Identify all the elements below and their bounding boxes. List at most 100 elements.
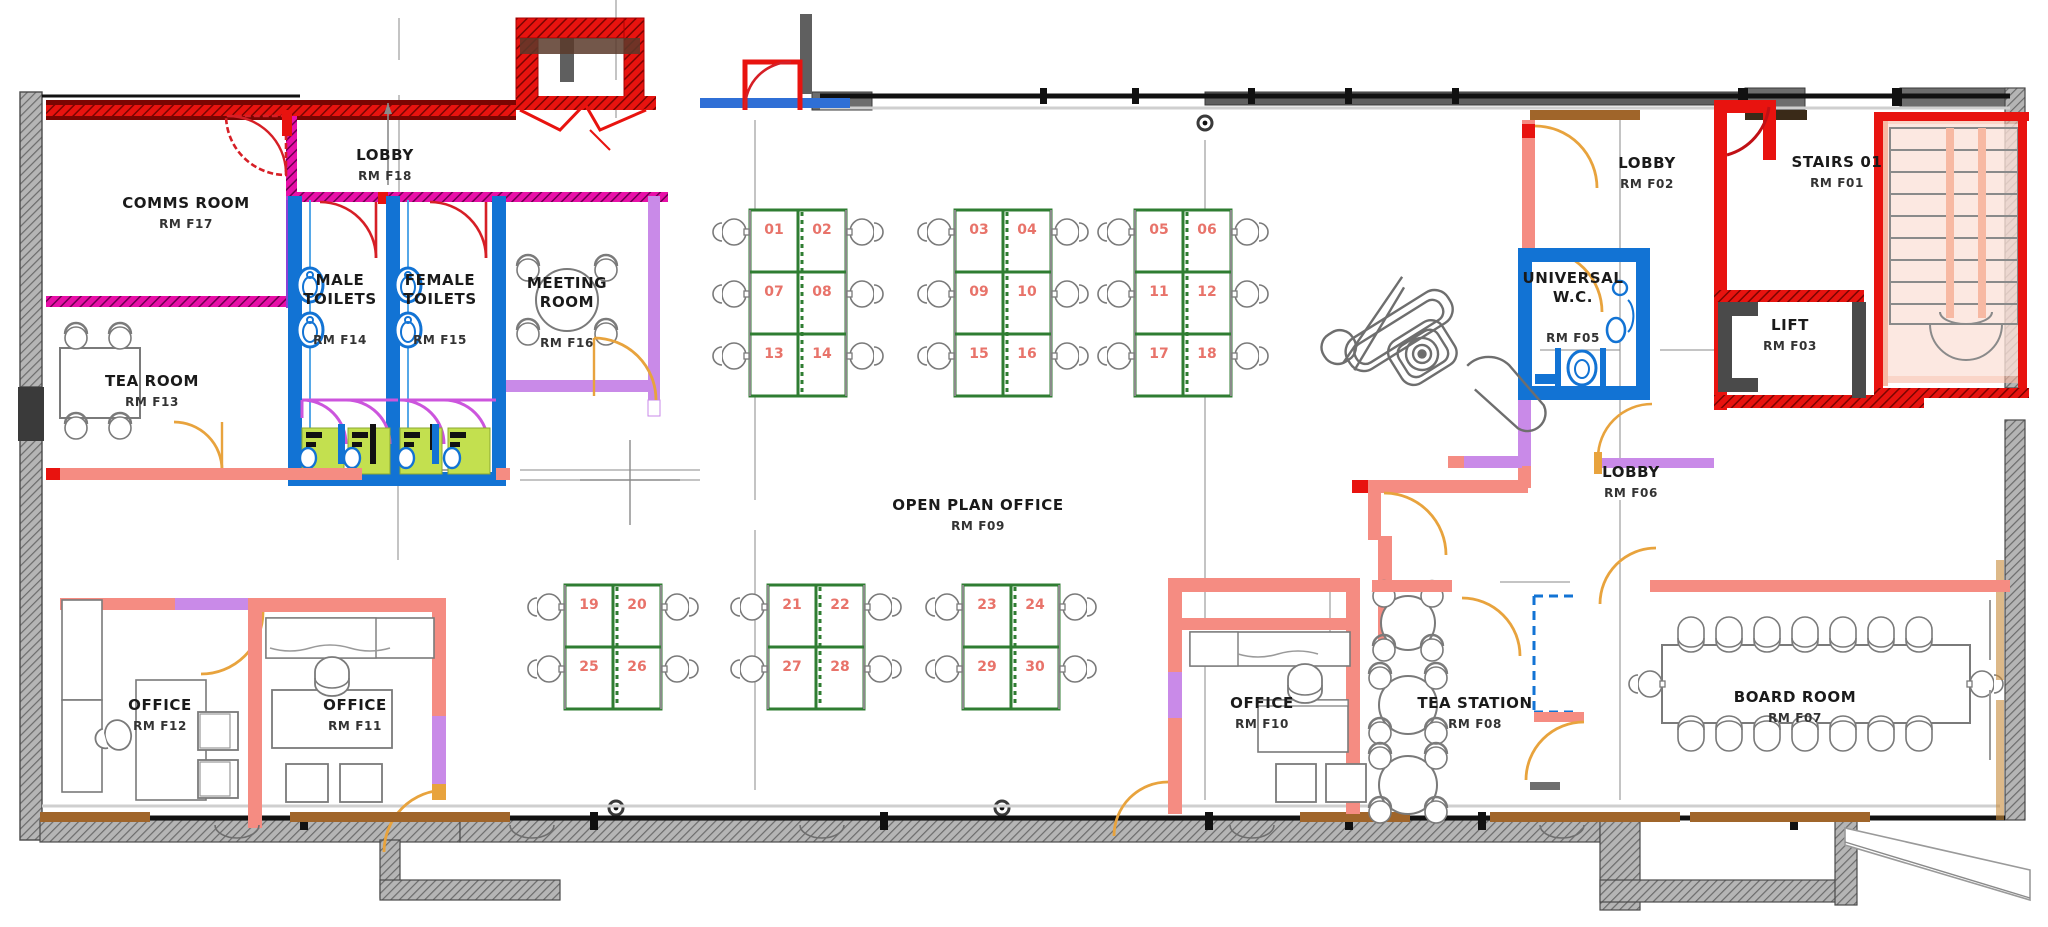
desk-number: 27 <box>782 659 801 675</box>
desk-number: 13 <box>764 346 783 362</box>
boardroom-north-wall <box>1372 580 2010 592</box>
room-label: LOBBY RM F02 <box>1618 154 1676 191</box>
desk-chair <box>846 342 884 370</box>
desk-number: 02 <box>812 222 831 238</box>
room-office-f10 <box>1112 578 1367 837</box>
room-code: RM F01 <box>1810 176 1864 190</box>
room-name: MEETING <box>527 274 607 292</box>
room-code: RM F05 <box>1546 331 1600 345</box>
room-name: TEA STATION <box>1417 694 1532 712</box>
desk-number: 05 <box>1149 222 1168 238</box>
room-name: FEMALE <box>405 271 475 289</box>
bottom-wall-arcs <box>214 824 1585 839</box>
desk-chair <box>712 342 750 370</box>
entry-lobby-structure <box>515 17 850 151</box>
desk-chair <box>1097 218 1135 246</box>
room-label: OFFICE RM F11 <box>323 696 387 733</box>
desk-number: 01 <box>764 222 783 238</box>
desk-number: 25 <box>579 659 598 675</box>
desk-number: 16 <box>1017 346 1036 362</box>
desk-chair <box>730 593 768 621</box>
room-name: TOILETS <box>303 290 377 308</box>
room-tea-station-f08 <box>1367 579 1585 825</box>
desk-chair <box>661 593 699 621</box>
room-code: RM F08 <box>1448 717 1502 731</box>
desk-cluster[interactable]: 21 22 27 28 <box>730 583 902 711</box>
room-code: RM F11 <box>328 719 382 733</box>
desk-chair <box>712 280 750 308</box>
room-code: RM F17 <box>159 217 213 231</box>
desk-number: 12 <box>1197 284 1216 300</box>
desk-number: 30 <box>1025 659 1045 675</box>
desk-number: 14 <box>812 346 832 362</box>
desk-number: 06 <box>1197 222 1216 238</box>
desk-chair <box>1231 218 1269 246</box>
room-code: RM F07 <box>1768 711 1822 725</box>
room-name: BOARD ROOM <box>1734 688 1857 706</box>
desk-chair <box>917 280 955 308</box>
desk-chair <box>1059 655 1097 683</box>
desk-number: 18 <box>1197 346 1216 362</box>
room-code: RM F18 <box>358 169 412 183</box>
room-code: RM F09 <box>951 519 1005 533</box>
desk-chair <box>917 342 955 370</box>
desk-chair <box>661 655 699 683</box>
desk-chair <box>864 593 902 621</box>
room-code: RM F16 <box>540 336 594 350</box>
desk-chair <box>1051 342 1089 370</box>
room-code: RM F02 <box>1620 177 1674 191</box>
stair-core-f01 <box>1714 100 2029 410</box>
room-code: RM F15 <box>413 333 467 347</box>
desk-chair <box>527 593 565 621</box>
desk-chair <box>1059 593 1097 621</box>
room-code: RM F06 <box>1604 486 1658 500</box>
desk-number: 19 <box>579 597 598 613</box>
room-label: LOBBY RM F06 <box>1602 463 1660 500</box>
desk-number: 28 <box>830 659 849 675</box>
desk-cluster[interactable]: 19 20 25 26 <box>527 583 699 711</box>
room-name: OPEN PLAN OFFICE <box>892 496 1063 514</box>
room-name: OFFICE <box>323 696 387 714</box>
desk-number: 26 <box>627 659 646 675</box>
desk-chair <box>917 218 955 246</box>
desk-number: 23 <box>977 597 996 613</box>
desk-number: 07 <box>764 284 783 300</box>
room-name: OFFICE <box>1230 694 1294 712</box>
desk-chair <box>1051 218 1089 246</box>
bottom-door-thresholds <box>40 812 1870 822</box>
desk-chair <box>1231 280 1269 308</box>
desk-number: 11 <box>1149 284 1168 300</box>
room-name: OFFICE <box>128 696 192 714</box>
desk-number: 04 <box>1017 222 1037 238</box>
room-name: LIFT <box>1771 316 1809 334</box>
room-office-f12 <box>61 599 265 801</box>
desk-chair <box>1051 280 1089 308</box>
room-name: LOBBY <box>1618 154 1676 172</box>
room-name: TEA ROOM <box>105 372 199 390</box>
room-name: LOBBY <box>1602 463 1660 481</box>
desk-number: 22 <box>830 597 849 613</box>
desk-number: 20 <box>627 597 647 613</box>
desk-chair <box>527 655 565 683</box>
desk-chair <box>1231 342 1269 370</box>
desk-number: 21 <box>782 597 801 613</box>
desk-number: 24 <box>1025 597 1045 613</box>
room-label: BOARD ROOM RM F07 <box>1734 688 1857 725</box>
desk-chair <box>1097 342 1135 370</box>
desk-chair <box>925 593 963 621</box>
